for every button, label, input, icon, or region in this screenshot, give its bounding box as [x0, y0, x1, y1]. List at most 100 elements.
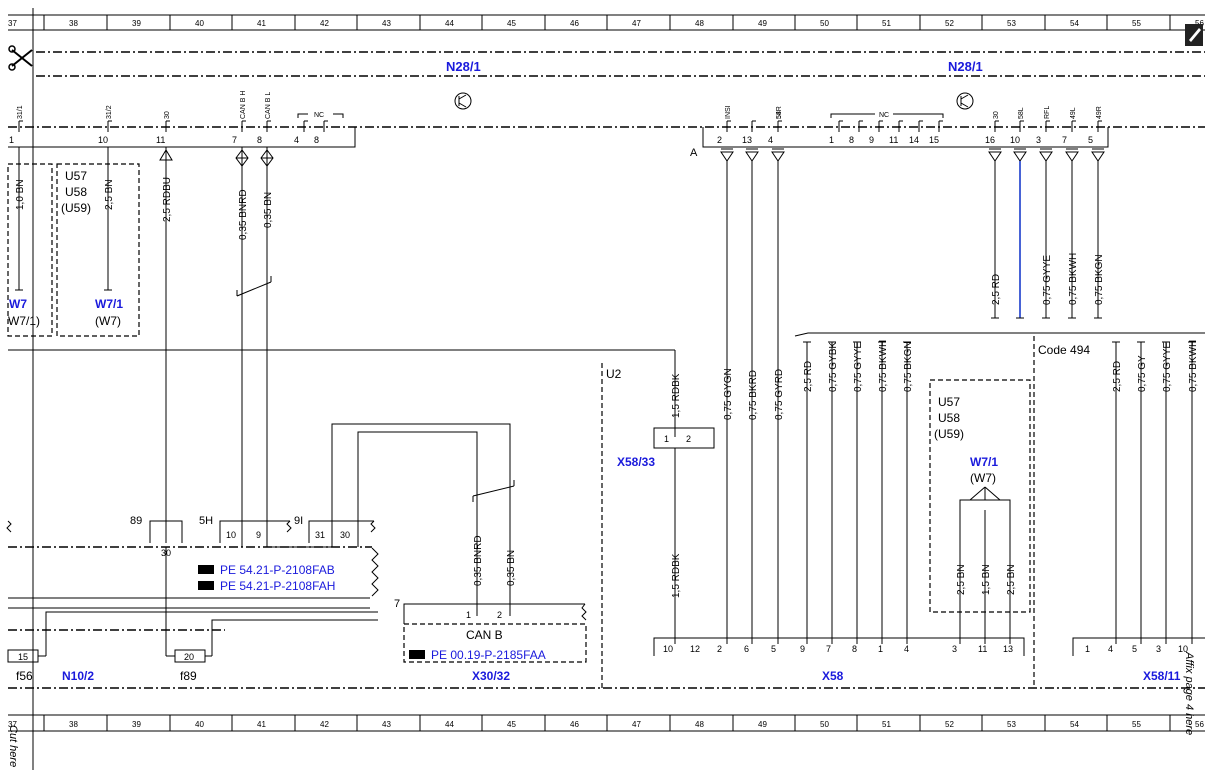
reference-link-1[interactable]: PE 54.21-P-2108FAB — [220, 563, 335, 577]
wire-color-label: 0,35 BN — [263, 192, 274, 228]
nc-brace-right: NC — [830, 112, 944, 119]
twisted-pair-mark — [472, 485, 515, 497]
grid-col-label: 48 — [695, 720, 704, 729]
grid-col-label: 42 — [320, 19, 329, 28]
bottom-right-wires: 2,5 RD 0,75 GYBK 0,75 GYYE 0,75 BKWH 0,75 BK… — [663, 340, 1199, 654]
pin-label: 2 — [686, 434, 691, 444]
grid-col-label: 39 — [132, 19, 141, 28]
code-494-label: Code 494 — [1038, 343, 1090, 357]
pin-number-label: 1 — [829, 135, 834, 145]
pin-number-label: 11 — [889, 135, 898, 145]
grid-col-label: 51 — [882, 720, 891, 729]
wire-color-label: 0,75 GY — [1137, 355, 1148, 392]
reference-link-2[interactable]: PE 54.21-P-2108FAH — [220, 579, 335, 593]
pin-number-label: 4 — [294, 135, 299, 145]
wire-w1 — [15, 147, 23, 291]
fuse-f56: 15 — [7, 649, 46, 663]
pin-signal-label: 49L — [1070, 107, 1077, 119]
svg-text:NC: NC — [879, 112, 889, 119]
label-9i: 9I — [294, 515, 303, 527]
twisted-pair-mark — [236, 281, 272, 297]
u59-label: (U59) — [61, 201, 91, 215]
wire-color-label: 0,75 GYRD — [774, 369, 785, 420]
pin-arrow — [771, 151, 785, 162]
grid-col-label: 44 — [445, 19, 454, 28]
glue-icon — [1185, 24, 1203, 46]
pointing-hand-icon — [198, 581, 214, 590]
pin-number-label: 8 — [314, 135, 319, 145]
ground-w7: (W7) — [95, 314, 121, 328]
scissors-icon — [8, 45, 33, 71]
pin-label: 1 — [466, 610, 471, 620]
pin-signal-label: INSI — [725, 105, 732, 119]
wire-color-label: 0,75 GYYE — [1162, 342, 1173, 392]
wire-color-label: 2,5 BN — [956, 564, 967, 595]
wire-color-label: 1,5 RDBK — [671, 553, 682, 598]
grid-col-label: 48 — [695, 19, 704, 28]
pin-number-label: 4 — [1108, 644, 1113, 654]
wire-color-label: 0,75 GYGN — [723, 368, 734, 420]
wire-color-label: 0,75 BKGN — [1094, 254, 1105, 305]
wire-color-label: 0,75 GYBK — [828, 342, 839, 392]
pin-arrow — [745, 151, 759, 162]
grid-col-label: 37 — [8, 720, 17, 729]
grid-col-label: 52 — [945, 19, 954, 28]
wire-bus — [211, 619, 378, 656]
wire-color-label: 0,75 BKWH — [1068, 253, 1079, 305]
wire-can-loop — [357, 431, 478, 616]
pin-label: 9 — [256, 530, 261, 540]
pin-number-label: 4 — [768, 135, 773, 145]
grid-col-label: 42 — [320, 720, 329, 729]
pin-number-label: 13 — [742, 135, 752, 145]
grid-col-label: 39 — [132, 720, 141, 729]
wire-color-label: 2,5 BN — [1006, 564, 1017, 595]
grid-col-label: 55 — [1132, 720, 1141, 729]
pin-number-label: 5 — [1132, 644, 1137, 654]
reference-link-3[interactable]: PE 00.19-P-2185FAA — [431, 648, 546, 662]
wire-color-label: 0,35 BN — [506, 550, 517, 586]
x58-33-connector: 1 2 — [653, 427, 715, 644]
pin-number-label: 10 — [663, 644, 673, 654]
n10-2-connector: 89 5H 9I 10 9 31 30 30 — [130, 515, 376, 558]
component-label-x58: X58 — [822, 669, 844, 683]
wire-color-label: 0,75 BKRD — [748, 370, 759, 420]
grid-col-label: 43 — [382, 720, 391, 729]
ground-box-left — [7, 163, 53, 337]
grid-col-label: 38 — [69, 19, 78, 28]
grid-col-label: 43 — [382, 19, 391, 28]
grid-col-label: 47 — [632, 19, 641, 28]
pin-number-label: 10 — [1178, 644, 1188, 654]
wire-color-label: 0,75 BKGN — [903, 341, 914, 392]
grid-col-label: 56 — [1195, 720, 1204, 729]
pin-number-label: 10 — [98, 135, 108, 145]
ground-w7-1-right: W7/1 — [970, 455, 998, 469]
fuse-label: 20 — [184, 652, 194, 662]
wire-color-label: 0,35 BNRD — [473, 535, 484, 586]
grid-col-label: 49 — [758, 19, 767, 28]
pin-signal-label: 54 — [776, 111, 783, 119]
grid-col-label: 50 — [820, 720, 829, 729]
can-b-label: CAN B — [466, 628, 503, 642]
connector-right-box: A — [690, 127, 1109, 159]
pin-signal-label: RFL — [1044, 106, 1051, 119]
wire-can-h — [235, 147, 249, 530]
label-7: 7 — [394, 598, 400, 610]
grid-col-label: 40 — [195, 720, 204, 729]
fuse-f89-label: f89 — [180, 669, 197, 683]
grid-col-label: 38 — [69, 720, 78, 729]
ground-w7-1-left: W7/1) — [8, 314, 40, 328]
x30-32-connector: 7 CAN B PE 00.19-P-2185FAA 1 2 — [394, 598, 587, 663]
pin-number-label: 7 — [232, 135, 237, 145]
component-label-n28-left: N28/1 — [446, 59, 481, 74]
x58-11-connector — [1072, 637, 1205, 656]
wire-color-label: 0,75 BKWH — [878, 340, 889, 392]
pin-label: 2 — [497, 610, 502, 620]
wire-color-label: 2,5 RD — [1112, 361, 1123, 392]
pin-number-label: 3 — [1036, 135, 1041, 145]
cut-here-text: Cut here — [7, 725, 19, 767]
pin-signal-label: 31/2 — [106, 105, 113, 119]
grid-col-label: 46 — [570, 19, 579, 28]
grid-col-label: 45 — [507, 720, 516, 729]
